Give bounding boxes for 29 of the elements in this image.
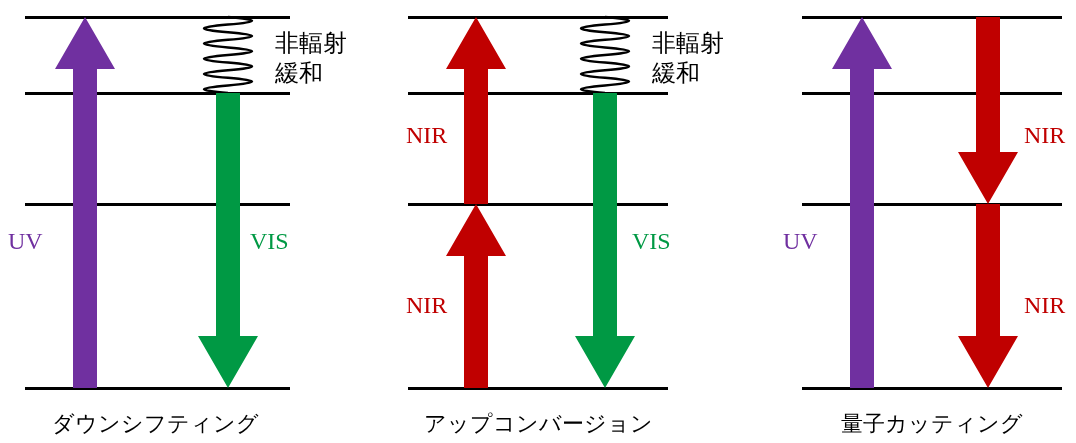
- transition-arrow: [446, 204, 506, 388]
- edge-label: VIS: [250, 227, 290, 256]
- wavy-line: [581, 15, 629, 95]
- transition-arrow: [575, 93, 635, 388]
- wavy-line: [204, 15, 252, 95]
- edge-label: 非輻射緩和: [652, 29, 725, 88]
- transition-arrow: [832, 17, 892, 388]
- energy-level-line: [802, 15, 1062, 19]
- panel-title: 量子カッティング: [841, 410, 1023, 438]
- edge-label: NIR: [1024, 291, 1067, 320]
- energy-level-line: [408, 15, 668, 19]
- energy-level-line: [408, 386, 668, 390]
- energy-level-line: [802, 386, 1062, 390]
- edge-label: NIR: [406, 291, 449, 320]
- transition-arrow: [958, 17, 1018, 204]
- transition-arrow: [958, 204, 1018, 388]
- edge-label: NIR: [1024, 121, 1067, 150]
- edge-label: VIS: [632, 227, 672, 256]
- transition-arrow: [446, 17, 506, 204]
- edge-label: 非輻射緩和: [275, 29, 348, 88]
- transition-arrow: [198, 93, 258, 388]
- panel-title: アップコンバージョン: [423, 410, 653, 438]
- edge-label: NIR: [406, 121, 449, 150]
- transition-arrow: [55, 17, 115, 388]
- energy-level-line: [25, 15, 290, 19]
- edge-label: UV: [783, 227, 819, 256]
- panel-title: ダウンシフティング: [51, 410, 259, 438]
- edge-label: UV: [8, 227, 44, 256]
- energy-level-line: [25, 386, 290, 390]
